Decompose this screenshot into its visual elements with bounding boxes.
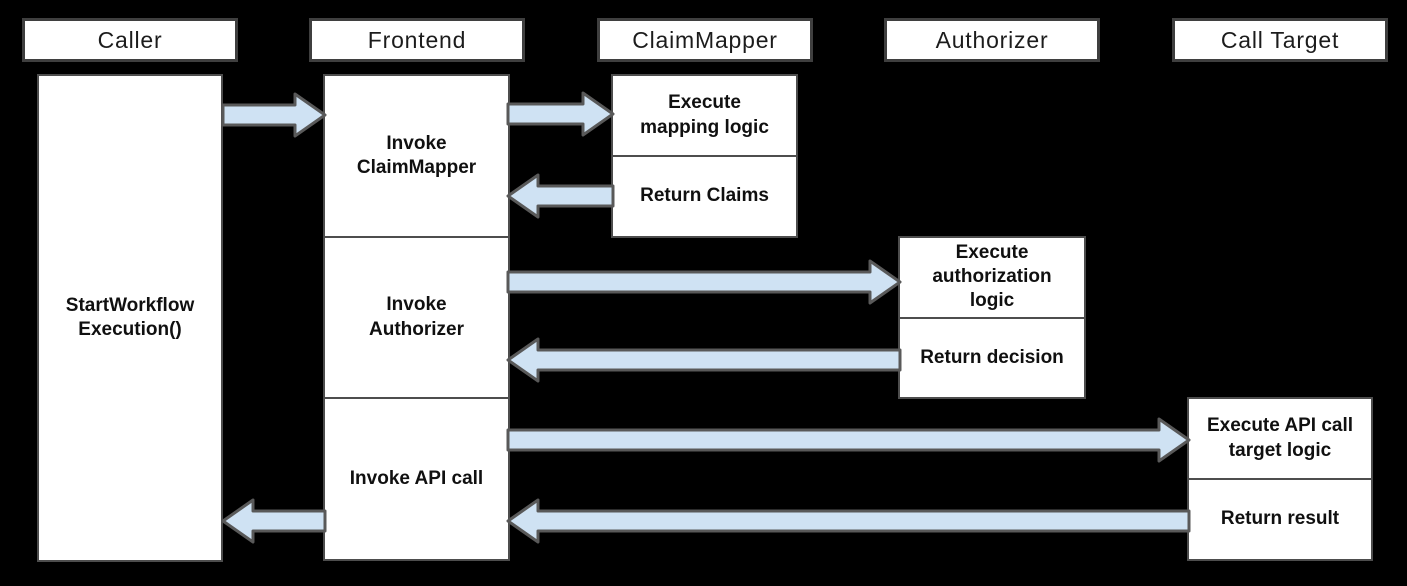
arrow-claimmapper-to-frontend-icon (506, 173, 615, 219)
arrow-frontend-to-authorizer-icon (506, 259, 902, 305)
step-return-decision: Return decision (900, 316, 1084, 398)
lifeline-header-frontend: Frontend (309, 18, 525, 62)
arrow-frontend-to-calltarget-icon (506, 417, 1191, 463)
activation-claimmapper: Execute mapping logic Return Claims (611, 74, 798, 238)
activation-frontend: Invoke ClaimMapper Invoke Authorizer Inv… (323, 74, 510, 561)
arrow-frontend-to-claimmapper-icon (506, 91, 615, 137)
step-label: Invoke ClaimMapper (356, 132, 477, 178)
lifeline-label: Frontend (367, 26, 467, 53)
step-label: Return result (1220, 508, 1340, 530)
activation-authorizer: Execute authorization logic Return decis… (898, 236, 1086, 399)
step-label: Return decision (920, 346, 1064, 368)
arrow-calltarget-to-frontend-icon (506, 498, 1191, 544)
activation-caller: StartWorkflow Execution() (37, 74, 223, 562)
activation-calltarget: Execute API call target logic Return res… (1187, 397, 1373, 561)
step-return-claims: Return Claims (613, 155, 796, 236)
lifeline-label: Call Target (1220, 26, 1340, 53)
lifeline-header-authorizer: Authorizer (884, 18, 1100, 62)
step-label: Execute authorization logic (932, 241, 1052, 312)
step-return-result: Return result (1189, 478, 1371, 559)
arrow-caller-to-frontend-icon (221, 92, 327, 138)
step-invoke-claimmapper: Invoke ClaimMapper (325, 76, 508, 236)
step-label: Return Claims (640, 185, 769, 207)
arrow-frontend-to-caller-icon (221, 498, 327, 544)
lifeline-header-claimmapper: ClaimMapper (597, 18, 813, 62)
lifeline-header-caller: Caller (22, 18, 238, 62)
lifeline-label: Authorizer (935, 26, 1049, 53)
lifeline-label: Caller (97, 26, 163, 53)
step-label: Execute API call target logic (1206, 415, 1354, 461)
lifeline-header-calltarget: Call Target (1172, 18, 1388, 62)
step-invoke-authorizer: Invoke Authorizer (325, 235, 508, 398)
step-execute-mapping-logic: Execute mapping logic (613, 76, 796, 155)
step-label: Execute mapping logic (640, 92, 769, 138)
arrow-authorizer-to-frontend-icon (506, 337, 902, 383)
step-execute-authorization-logic: Execute authorization logic (900, 238, 1084, 317)
step-label: StartWorkflow Execution() (65, 294, 195, 340)
step-invoke-api-call: Invoke API call (325, 397, 508, 559)
lifeline-label: ClaimMapper (632, 26, 778, 53)
step-execute-api-call-target-logic: Execute API call target logic (1189, 399, 1371, 478)
step-label: Invoke API call (349, 468, 484, 490)
step-label: Invoke Authorizer (369, 294, 464, 340)
step-startworkflowexecution: StartWorkflow Execution() (39, 76, 221, 560)
